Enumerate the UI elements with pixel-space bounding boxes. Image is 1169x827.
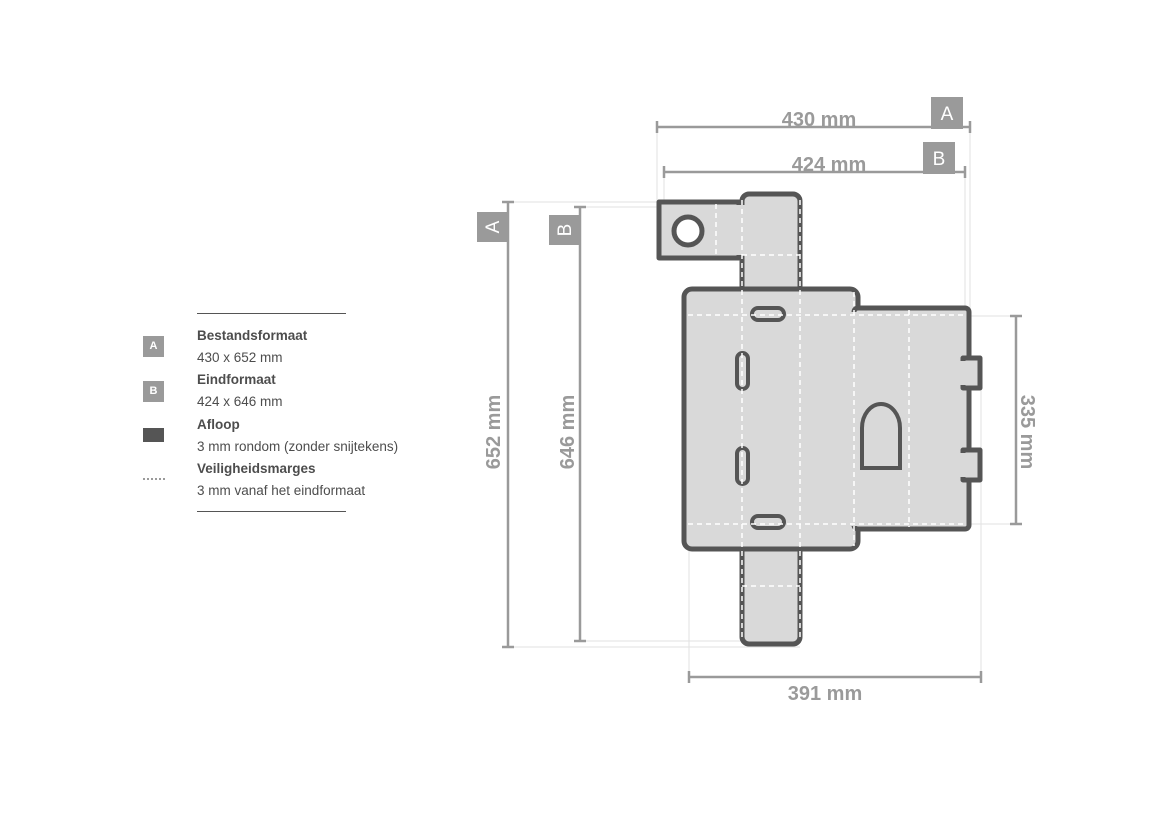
dimension-height-b: [574, 205, 586, 643]
legend-bottom-rule: [197, 511, 346, 512]
dimension-width-b-badge: B: [933, 149, 946, 170]
dimension-width-a-badge: A: [941, 104, 954, 125]
dimension-height-b-label: 646 mm: [557, 395, 579, 470]
dimension-bottom-width: [687, 671, 983, 683]
legend-value-veiligheidsmarges: 3 mm vanaf het eindformaat: [197, 483, 366, 498]
legend-value-afloop: 3 mm rondom (zonder snijtekens): [197, 439, 399, 454]
legend-title-veiligheidsmarges: Veiligheidsmarges: [197, 461, 316, 476]
hang-hole: [671, 214, 705, 248]
dimension-width-b: [662, 166, 967, 178]
slots: [735, 306, 786, 530]
legend-value-eindformaat: 424 x 646 mm: [197, 394, 283, 409]
legend-badge-b: B: [143, 381, 164, 402]
legend-bleed-swatch: [143, 428, 164, 442]
dimension-height-a-badge: A: [483, 220, 504, 233]
legend-badge-a: A: [143, 336, 164, 357]
dimension-right-height-label: 335 mm: [1016, 395, 1038, 470]
dimension-bottom-width-label: 391 mm: [788, 683, 863, 705]
dimension-width-a-badge-box: [931, 97, 963, 129]
window-cutout: [860, 402, 902, 470]
dimension-height-b-badge: B: [555, 224, 576, 237]
dimension-height-a: [502, 200, 514, 649]
legend-title-afloop: Afloop: [197, 417, 240, 432]
dimension-width-b-badge-box: [923, 142, 955, 174]
dimension-right-height: [1010, 314, 1022, 526]
dimension-height-a-badge-box: [477, 212, 507, 242]
legend: A Bestandsformaat 430 x 652 mm B Eindfor…: [140, 312, 440, 517]
safety-lines: [688, 200, 967, 640]
dimension-width-a: [655, 121, 972, 133]
seam-covers: [731, 205, 968, 546]
legend-value-bestandsformaat: 430 x 652 mm: [197, 350, 283, 365]
legend-safety-swatch: [143, 478, 165, 480]
dimension-height-b-badge-box: [549, 215, 579, 245]
legend-title-bestandsformaat: Bestandsformaat: [197, 328, 308, 343]
legend-top-rule: [197, 313, 346, 314]
dieline-body: [656, 191, 983, 647]
dimension-width-b-label: 424 mm: [792, 154, 867, 176]
dimension-width-a-label: 430 mm: [782, 109, 857, 131]
legend-title-eindformaat: Eindformaat: [197, 372, 276, 387]
dimension-height-a-label: 652 mm: [483, 395, 505, 470]
